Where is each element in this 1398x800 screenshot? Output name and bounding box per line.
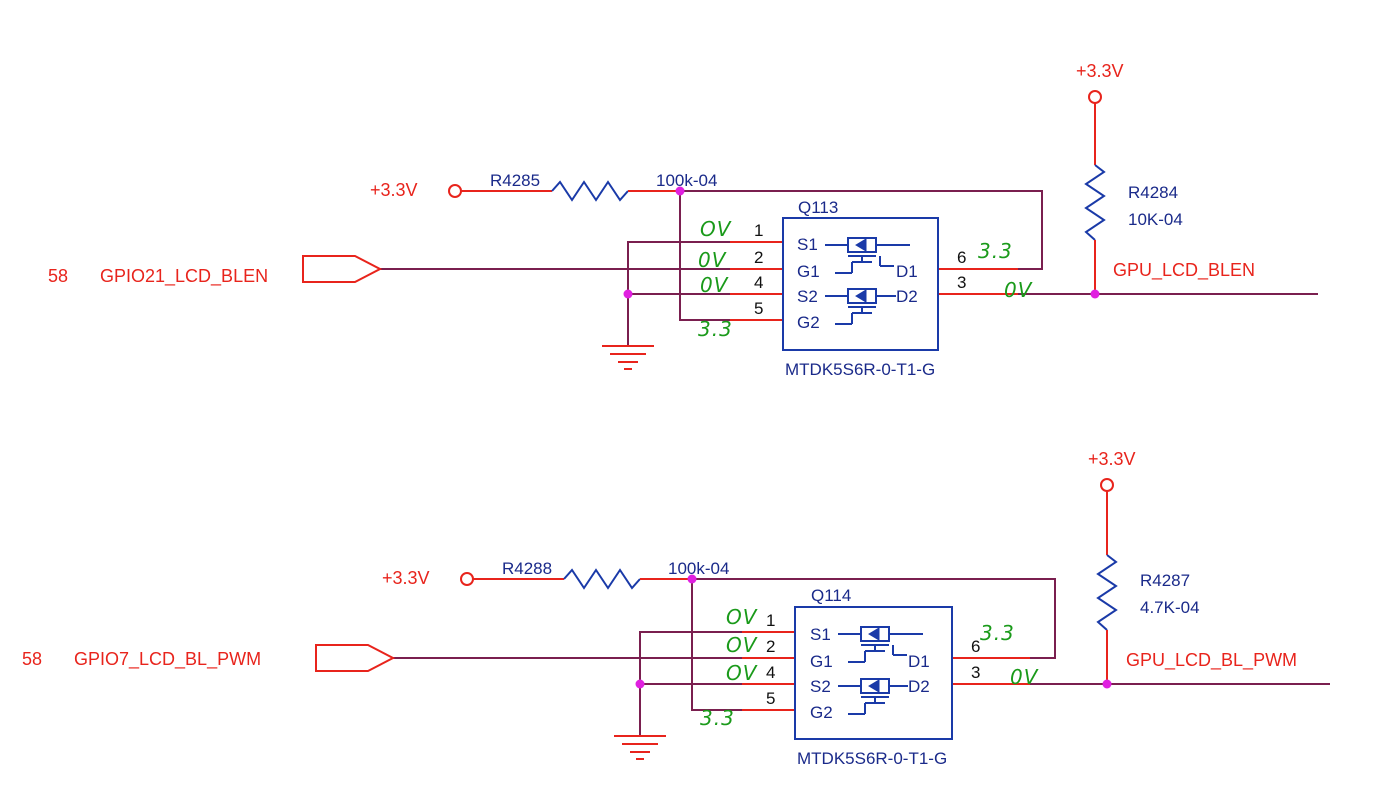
handwritten-voltage: 0V xyxy=(1004,278,1033,302)
circuit-2: +3.3V R4287 4.7K-04 +3.3V R4288 100k-04 xyxy=(22,449,1330,768)
pin-name: S2 xyxy=(797,287,818,306)
r4288-value: 100k-04 xyxy=(668,559,729,578)
r4284-resistor xyxy=(1084,164,1106,241)
supply-left-label: +3.3V xyxy=(370,180,418,200)
supply-top-label: +3.3V xyxy=(1076,61,1124,81)
pin-name: D2 xyxy=(908,677,930,696)
handwritten-voltage: OV xyxy=(726,605,758,629)
s1-ground-wire xyxy=(639,631,742,736)
pin-name: G2 xyxy=(797,313,820,332)
handwritten-voltage: OV xyxy=(726,661,758,685)
pin-name: G2 xyxy=(810,703,833,722)
pin-number: 2 xyxy=(766,637,775,656)
input-net-label: GPIO21_LCD_BLEN xyxy=(100,266,268,287)
ic-q113-body xyxy=(782,217,939,351)
mosfet-symbol xyxy=(838,678,908,715)
r4287-resistor xyxy=(1096,554,1118,631)
junction-dot xyxy=(1090,289,1100,299)
supply-left-terminal xyxy=(448,184,462,198)
d1-feedback-wire xyxy=(692,578,1056,659)
pin-number: 3 xyxy=(971,663,980,682)
junction-dot xyxy=(675,186,685,196)
r4284-value: 10K-04 xyxy=(1128,210,1183,229)
handwritten-voltage: 0V xyxy=(700,273,729,297)
supply-top-terminal xyxy=(1100,478,1114,492)
supply-left-label: +3.3V xyxy=(382,568,430,588)
ic-part: MTDK5S6R-0-T1-G xyxy=(797,749,947,768)
pin-name: D1 xyxy=(908,652,930,671)
output-net-label: GPU_LCD_BLEN xyxy=(1113,260,1255,281)
junction-dot xyxy=(623,289,633,299)
pin-number: 4 xyxy=(754,273,763,292)
r4287-value: 4.7K-04 xyxy=(1140,598,1200,617)
handwritten-voltage: OV xyxy=(726,633,758,657)
junction-dot xyxy=(635,679,645,689)
ic-ref: Q113 xyxy=(798,198,838,217)
g2-pullup-wire xyxy=(679,191,730,321)
r4284-ref: R4284 xyxy=(1128,183,1178,202)
pin-name: D2 xyxy=(896,287,918,306)
r4287-ref: R4287 xyxy=(1140,571,1190,590)
mosfet-symbol xyxy=(825,288,896,325)
ground-symbol xyxy=(602,345,654,370)
s1-ground-wire xyxy=(627,241,730,346)
pin-number: 1 xyxy=(766,611,775,630)
ground-symbol xyxy=(614,735,666,760)
junction-dot xyxy=(1102,679,1112,689)
pin-number: 4 xyxy=(766,663,775,682)
pin-number: 1 xyxy=(754,221,763,240)
supply-left-terminal xyxy=(460,572,474,586)
input-connector-flag xyxy=(315,644,396,672)
pin-name: G1 xyxy=(797,262,820,281)
handwritten-voltage: 3.3 xyxy=(978,239,1013,263)
handwritten-voltage: 3.3 xyxy=(698,317,733,341)
handwritten-voltage: 3.3 xyxy=(700,706,735,730)
input-page-number: 58 xyxy=(48,266,68,286)
pin-number: 5 xyxy=(754,299,763,318)
pin-number: 6 xyxy=(971,637,980,656)
handwritten-voltage: 0V xyxy=(1010,665,1039,689)
handwritten-voltage: 3.3 xyxy=(980,621,1015,645)
supply-top-terminal xyxy=(1088,90,1102,104)
input-page-number: 58 xyxy=(22,649,42,669)
ic-ref: Q114 xyxy=(811,586,851,605)
r4285-value: 100k-04 xyxy=(656,171,717,190)
pin-name: S1 xyxy=(810,625,831,644)
ic-part: MTDK5S6R-0-T1-G xyxy=(785,360,935,379)
mosfet-symbol xyxy=(825,237,910,274)
pin-name: D1 xyxy=(896,262,918,281)
pin-name: G1 xyxy=(810,652,833,671)
pin-number: 6 xyxy=(957,248,966,267)
circuit-1: +3.3V R4284 10K-04 +3.3V R4285 100k-04 xyxy=(48,61,1318,379)
pin-number: 3 xyxy=(957,273,966,292)
pin-name: S1 xyxy=(797,235,818,254)
mosfet-symbol xyxy=(838,626,923,663)
r4288-resistor xyxy=(563,568,641,590)
pin-number: 2 xyxy=(754,248,763,267)
junction-dot xyxy=(687,574,697,584)
input-connector-flag xyxy=(302,255,383,283)
r4285-ref: R4285 xyxy=(490,171,540,190)
output-net-label: GPU_LCD_BL_PWM xyxy=(1126,650,1297,671)
ic-q114-body xyxy=(794,606,953,740)
pin-name: S2 xyxy=(810,677,831,696)
supply-top-label: +3.3V xyxy=(1088,449,1136,469)
input-net-label: GPIO7_LCD_BL_PWM xyxy=(74,649,261,670)
r4288-ref: R4288 xyxy=(502,559,552,578)
handwritten-voltage: 0V xyxy=(698,248,727,272)
d1-feedback-wire xyxy=(680,190,1043,270)
handwritten-voltage: OV xyxy=(700,217,732,241)
pin-number: 5 xyxy=(766,689,775,708)
g2-pullup-wire xyxy=(691,579,742,711)
r4285-resistor xyxy=(551,180,629,202)
